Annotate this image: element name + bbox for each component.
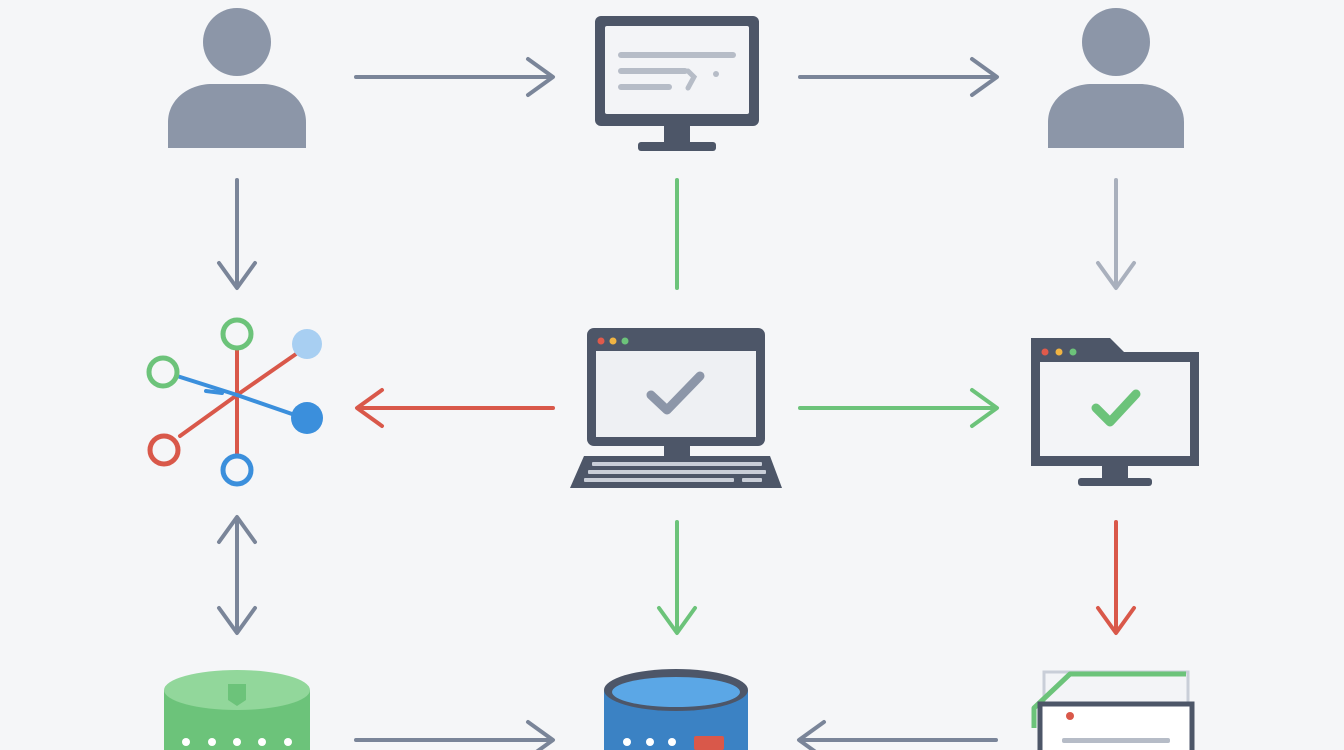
arrow-monitor-to-user [798, 57, 999, 97]
arrow-laptop-to-database [657, 520, 697, 635]
monitor-document-icon [595, 16, 759, 151]
arrow-document-to-database [797, 720, 998, 750]
arrow-folder-to-document [1096, 520, 1136, 635]
laptop-checkmark-icon [570, 328, 782, 488]
network-hub-icon [146, 317, 323, 487]
database-green-icon [164, 670, 310, 750]
arrow-user-to-monitor [354, 57, 555, 97]
arrow-network-database-bidirectional [217, 515, 257, 635]
connections [217, 57, 1136, 750]
folder-monitor-checkmark-icon [1031, 338, 1199, 486]
arrow-laptop-to-folder [798, 388, 999, 428]
arrow-user-to-folder [1096, 178, 1136, 290]
database-blue-icon [604, 669, 748, 750]
arrow-laptop-to-network [355, 388, 555, 428]
user-right-icon [1048, 8, 1184, 148]
user-left-icon [168, 8, 306, 148]
document-stack-icon [1031, 670, 1195, 750]
arrow-database-to-database [354, 720, 555, 750]
arrow-user-to-network [217, 178, 257, 290]
